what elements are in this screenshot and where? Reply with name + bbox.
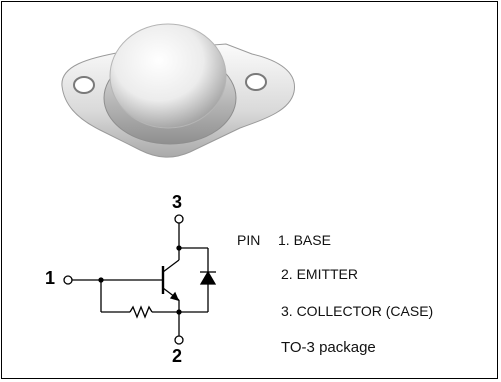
emitter-pin-number: 2 (172, 346, 183, 366)
mounting-hole-right (245, 73, 267, 91)
mounting-hole-left (73, 76, 95, 94)
emitter-terminal-circle (174, 335, 184, 345)
base-terminal-circle (63, 275, 73, 285)
pin-2-label: 2. EMITTER (281, 266, 359, 282)
package-name: TO-3 package (281, 339, 376, 356)
pin-header: PIN (237, 232, 261, 248)
resistor-symbol (129, 305, 153, 319)
collector-terminal-circle (174, 214, 184, 224)
pin-1-label: 1. BASE (278, 232, 331, 248)
base-pin-number: 1 (45, 268, 56, 288)
collector-pin-number: 3 (172, 192, 183, 212)
diode-symbol (199, 270, 217, 285)
pin-3-label: 3. COLLECTOR (CASE) (281, 303, 434, 319)
package-cap (109, 23, 227, 129)
emitter-arrow (169, 291, 180, 302)
